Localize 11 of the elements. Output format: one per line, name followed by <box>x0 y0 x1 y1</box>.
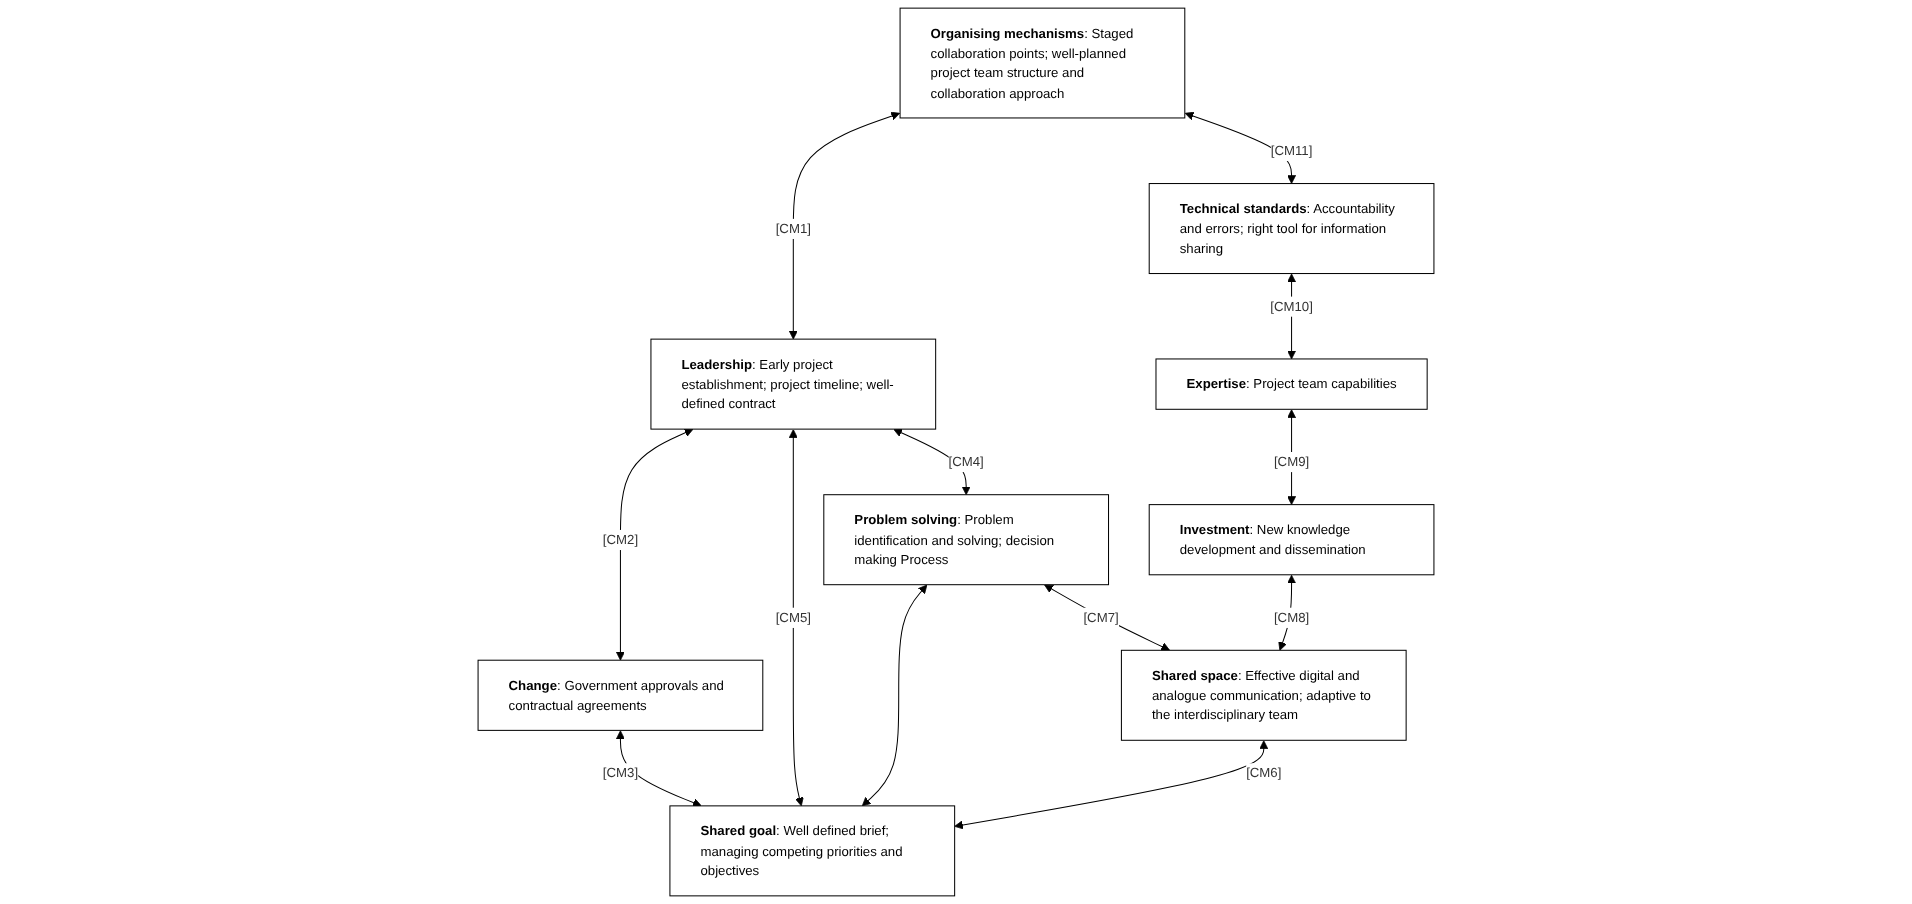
arrow <box>954 740 1269 830</box>
arrow <box>1184 111 1297 184</box>
arrow <box>788 429 804 807</box>
arrow <box>1287 409 1297 506</box>
arrow <box>861 584 928 807</box>
arrow <box>893 428 971 496</box>
arrow <box>615 428 694 661</box>
arrow <box>788 111 901 340</box>
arrow <box>1044 584 1171 651</box>
arrow <box>1287 273 1297 360</box>
arrow <box>615 730 702 807</box>
